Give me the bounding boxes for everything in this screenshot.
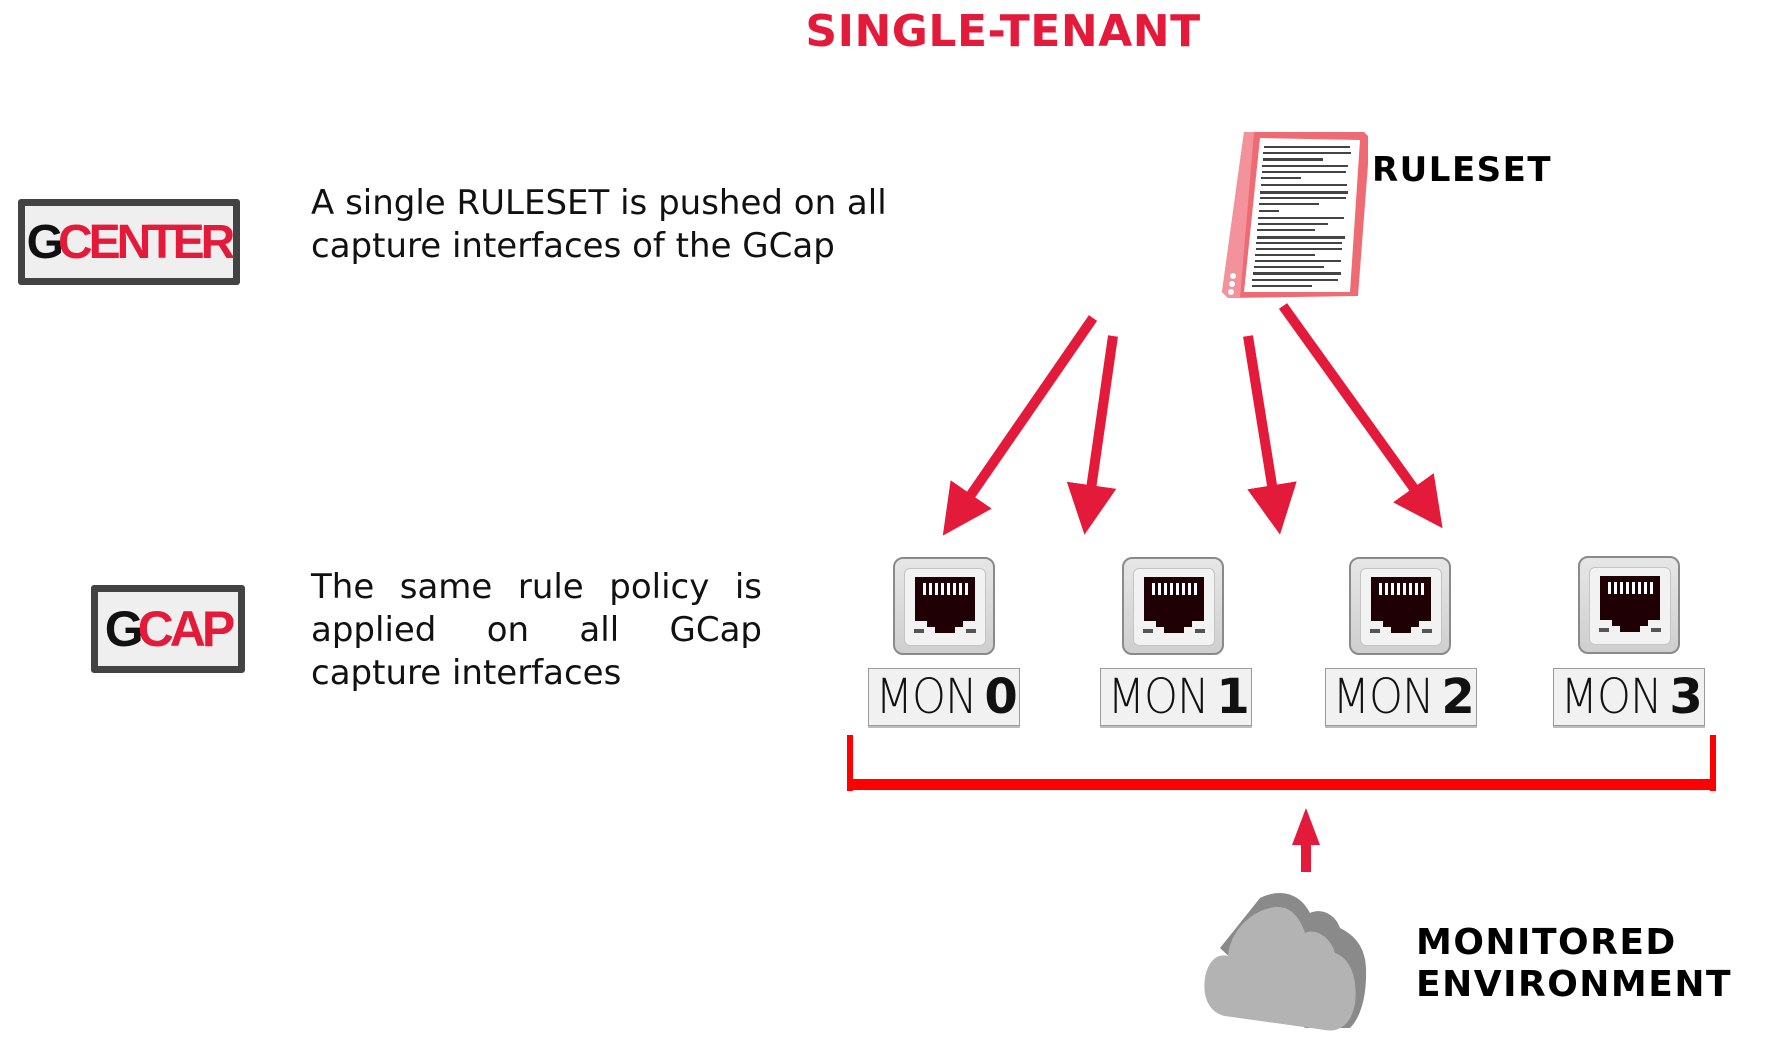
gcenter-description-line1: A single RULESET is pushed on all — [311, 183, 887, 223]
ethernet-port-icon — [1578, 556, 1680, 654]
ethernet-port-icon — [1349, 557, 1451, 655]
rj45-glyph — [1599, 576, 1661, 632]
up-arrow — [1292, 808, 1320, 872]
interface-index: 1 — [1216, 669, 1250, 725]
interface-index: 0 — [984, 669, 1018, 725]
interface-prefix: MON — [1107, 669, 1210, 725]
gcenter-logo-prefix: G — [26, 215, 64, 269]
interface-prefix: MON — [875, 669, 978, 725]
document-icon — [1222, 132, 1368, 298]
gcenter-description-line2: capture interfaces of the GCap — [311, 226, 835, 266]
arrow-to-mon1 — [1066, 335, 1118, 535]
rj45-glyph — [914, 577, 976, 633]
ruleset-label: RULESET — [1372, 150, 1553, 190]
rj45-glyph — [1370, 577, 1432, 633]
diagram-title: SINGLE-TENANT — [805, 6, 1201, 57]
gcap-description: The same rule policy is applied on all G… — [311, 567, 762, 693]
ethernet-port-icon — [1122, 557, 1224, 655]
arrow-to-mon2 — [1243, 335, 1297, 535]
document-dot — [1229, 281, 1235, 287]
interfaces-bracket — [847, 735, 1716, 791]
environment-label: MONITORED ENVIRONMENT — [1416, 922, 1732, 1006]
interface-index: 2 — [1441, 669, 1475, 725]
gcap-logo-text: CAP — [137, 601, 236, 657]
environment-label-line1: MONITORED — [1416, 922, 1677, 963]
cloud-icon — [1204, 893, 1367, 1031]
document-dot — [1230, 273, 1236, 279]
interface-prefix: MON — [1560, 669, 1663, 725]
document-text-lines — [1252, 146, 1351, 287]
arrow-to-mon0 — [942, 315, 1098, 536]
gcap-logo-prefix: G — [104, 601, 144, 657]
gcenter-description: A single RULESET is pushed on all captur… — [311, 182, 887, 268]
rj45-glyph — [1143, 577, 1205, 633]
environment-label-line2: ENVIRONMENT — [1416, 964, 1733, 1005]
interface-index: 3 — [1669, 669, 1703, 725]
interface-prefix: MON — [1332, 669, 1435, 725]
gcenter-logo-text: CENTER — [58, 215, 235, 269]
arrow-to-mon3 — [1278, 303, 1443, 529]
document-dot — [1228, 289, 1234, 295]
ethernet-port-icon — [893, 557, 995, 655]
